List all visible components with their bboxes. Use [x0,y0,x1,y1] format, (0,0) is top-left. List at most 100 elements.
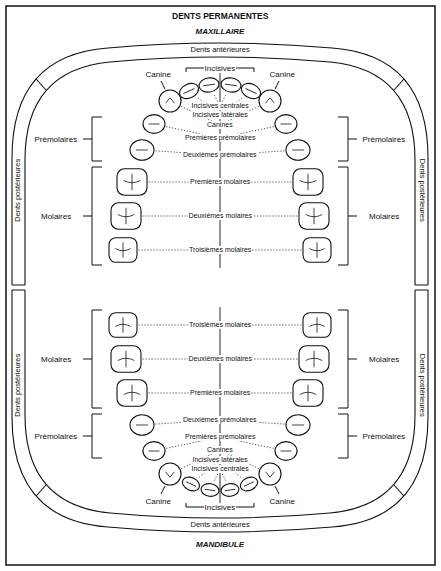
tooth-groove [184,88,195,93]
tooth-groove [246,88,257,93]
region-label: Dents postérieures [417,352,426,417]
bracket [338,310,357,408]
tooth [109,313,137,338]
canine-tooth [259,463,281,485]
region-label: Dents postérieures [14,157,23,222]
tooth-groove [281,124,292,125]
tooth-label: Canines [206,446,234,454]
tooth [143,115,165,134]
group-label: Molaires [40,212,72,221]
tooth-label: Troisièmes molaires [188,246,252,254]
tooth [259,90,281,112]
premolar-tooth [286,415,310,435]
group-label: Canine [145,497,172,506]
tooth [200,483,220,498]
group-label: Prémolaires [34,432,79,441]
tooth-groove [300,174,317,191]
arch-band-end [12,284,428,285]
tooth [303,238,331,263]
premolar-tooth [143,115,165,134]
tooth [259,463,281,485]
region-label: Dents postérieures [417,157,426,222]
bracket [83,414,102,458]
group-label: Canine [269,497,296,506]
jaw-name: MAXILLAIRE [195,27,246,36]
premolar-tooth [130,140,154,160]
group-label: Canine [145,70,172,79]
tooth [303,313,331,338]
tooth-label: Incisives centrales [191,102,250,110]
group-label: Molaires [40,355,72,364]
molar-tooth [303,238,331,263]
tooth-label: Canines [206,121,234,129]
tooth-label: Premières molaires [189,178,251,186]
molar-tooth [111,346,141,372]
tooth-groove [225,489,236,491]
molar-tooth [299,346,329,372]
tooth-groove [166,472,175,478]
arch-band [25,57,415,285]
tooth [117,169,147,195]
tooth-groove [292,425,304,426]
title: DENTS PERMANENTES [171,12,269,22]
canine-tooth [159,463,181,485]
tooth-label: Deuxièmes prémolaires [182,416,258,424]
incisor-tooth [200,483,220,498]
tooth-groove [136,425,148,426]
leader-lines [139,95,302,480]
premolar-tooth [275,115,297,134]
tooth [275,115,297,134]
tooth-label: Premières prémolaires [184,134,256,142]
tooth-groove [124,174,141,191]
premolar-tooth [130,415,154,435]
tooth [159,463,181,485]
bracket [83,117,102,161]
arch-band [25,290,415,518]
tooth-groove [309,242,324,257]
tooth [293,380,323,406]
premolar-tooth [286,140,310,160]
tooth-label: Incisives centrales [191,465,250,473]
tooth-groove [292,150,304,151]
arch-band [12,43,428,285]
tooth-groove [166,98,175,104]
group-label: Prémolaires [362,432,407,441]
molar-tooth [111,203,141,229]
tooth [143,442,165,461]
incisor-tooth [238,474,260,493]
tooth [159,90,181,112]
tooth-groove [124,385,141,402]
tooth-groove [266,98,275,104]
tooth-label: Troisièmes molaires [188,321,252,329]
group-label: Canine [269,70,296,79]
tooth-label: Deuxièmes molaires [188,355,253,363]
tooth [220,77,242,94]
tooth [111,203,141,229]
tooth [238,474,260,493]
region-label: Dents antérieures [190,46,251,55]
tooth [130,415,154,435]
bracket [83,310,102,408]
tooth [293,169,323,195]
bracket [338,117,357,161]
bracket [338,167,357,265]
molar-tooth [109,238,137,263]
tooth-label: Deuxièmes molaires [188,212,253,220]
tooth [286,140,310,160]
tooth [299,346,329,372]
tooth-groove [306,208,323,225]
jaw-name: MANDIBULE [195,540,245,549]
incisor-tooth [220,77,242,94]
molar-tooth [303,313,331,338]
frame [6,6,435,565]
teeth [109,77,331,498]
lower-arch-frame [12,290,428,532]
tooth [109,238,137,263]
premolar-tooth [275,442,297,461]
tooth-label: Deuxièmes prémolaires [182,151,258,159]
tooth [111,346,141,372]
tooth [198,77,220,94]
molar-tooth [293,169,323,195]
